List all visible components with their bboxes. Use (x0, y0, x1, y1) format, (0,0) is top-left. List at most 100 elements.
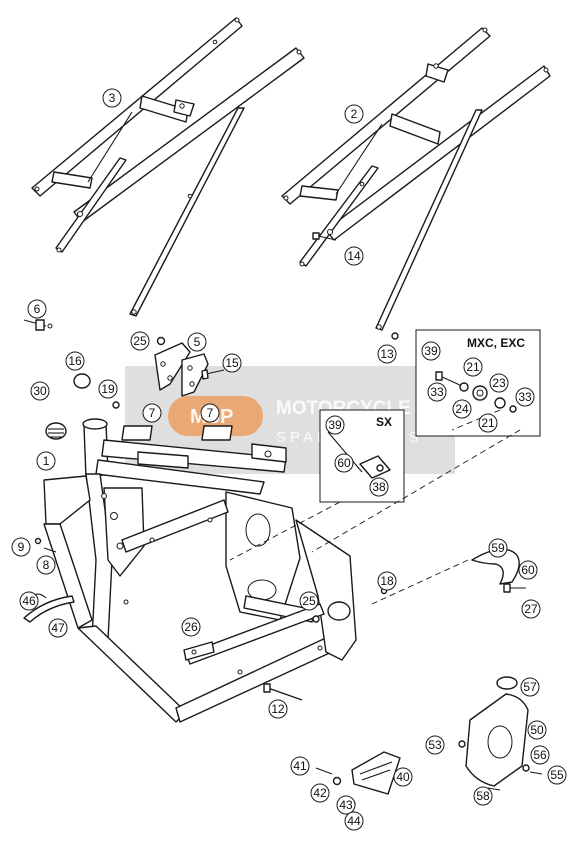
svg-text:26: 26 (184, 620, 198, 634)
callout-39-sx: 39 (325, 415, 345, 435)
guard-part-50[interactable] (465, 693, 529, 787)
nut-part-25-bottom[interactable] (312, 615, 320, 623)
callout-60-bottom: 60 (518, 560, 538, 580)
callout-16: 16 (65, 351, 85, 371)
svg-text:30: 30 (33, 384, 47, 398)
bolt-part-6[interactable] (23, 319, 53, 331)
bolt-part-55[interactable] (529, 771, 543, 775)
callout-21-top: 21 (463, 357, 483, 377)
svg-text:12: 12 (271, 702, 285, 716)
svg-text:6: 6 (34, 302, 41, 316)
callout-25-top: 25 (130, 331, 150, 351)
callout-1: 1 (36, 451, 56, 471)
svg-text:5: 5 (194, 335, 201, 349)
pad-part-7-right[interactable] (201, 425, 233, 441)
variant-box-sx: SX (319, 409, 405, 503)
callout-38: 38 (369, 477, 389, 497)
callout-58: 58 (473, 786, 493, 806)
variant-label-sx: SX (376, 415, 392, 429)
cap-part-16[interactable] (73, 373, 91, 389)
svg-text:8: 8 (43, 558, 50, 572)
svg-text:57: 57 (523, 680, 537, 694)
variant-label-mxc-exc: MXC, EXC (467, 336, 525, 350)
svg-text:41: 41 (293, 759, 307, 773)
callout-30: 30 (30, 381, 50, 401)
callout-7-right: 7 (200, 403, 220, 423)
subframe-part-2[interactable] (281, 27, 551, 331)
bolt-part-58[interactable] (487, 787, 501, 791)
callout-33-left: 33 (427, 382, 447, 402)
bolt-part-14[interactable] (312, 232, 337, 241)
svg-text:59: 59 (491, 541, 505, 555)
svg-text:1: 1 (43, 454, 50, 468)
svg-text:24: 24 (455, 402, 469, 416)
callout-39-mxc: 39 (421, 341, 441, 361)
bracket-part-26[interactable] (183, 641, 215, 661)
pad-part-7-left[interactable] (121, 425, 153, 441)
svg-text:2: 2 (351, 107, 358, 121)
bolt-part-8[interactable] (43, 547, 57, 553)
callout-59: 59 (488, 538, 508, 558)
svg-text:33: 33 (518, 390, 532, 404)
svg-text:53: 53 (428, 738, 442, 752)
svg-text:9: 9 (18, 540, 25, 554)
bracket-part-5[interactable] (154, 342, 209, 397)
svg-text:50: 50 (530, 723, 544, 737)
svg-text:3: 3 (109, 91, 116, 105)
callout-44: 44 (344, 811, 364, 831)
callout-7-left: 7 (142, 403, 162, 423)
callout-13: 13 (377, 344, 397, 364)
hose-part-47[interactable] (23, 595, 75, 623)
callout-23: 23 (489, 373, 509, 393)
callout-41: 41 (290, 756, 310, 776)
pin-part-41[interactable] (315, 767, 333, 775)
main-frame-part-1[interactable] (43, 418, 357, 723)
svg-text:25: 25 (302, 594, 316, 608)
svg-text:23: 23 (492, 376, 506, 390)
svg-text:46: 46 (22, 594, 36, 608)
svg-text:43: 43 (339, 798, 353, 812)
callout-24: 24 (452, 399, 472, 419)
callout-42: 42 (310, 783, 330, 803)
callout-19: 19 (98, 379, 118, 399)
plug-part-19[interactable] (112, 401, 120, 409)
leader-lines (229, 409, 521, 605)
footpeg-part-40[interactable] (351, 751, 401, 795)
svg-text:60: 60 (337, 456, 351, 470)
cap-part-57[interactable] (496, 676, 518, 690)
callout-40: 40 (393, 767, 413, 787)
svg-text:25: 25 (133, 334, 147, 348)
svg-text:21: 21 (481, 416, 495, 430)
bolt-part-9[interactable] (34, 537, 42, 545)
callout-46: 46 (19, 591, 39, 611)
callout-9: 9 (11, 537, 31, 557)
bolt-part-15[interactable] (201, 369, 225, 380)
bolt-part-12[interactable] (263, 683, 303, 701)
callout-60-sx: 60 (334, 453, 354, 473)
svg-text:56: 56 (533, 748, 547, 762)
svg-text:7: 7 (207, 406, 214, 420)
callout-3: 3 (102, 88, 122, 108)
subframe-part-3[interactable] (31, 17, 305, 317)
washer-part-56[interactable] (522, 764, 530, 772)
spring-part-42[interactable] (332, 776, 342, 786)
callout-43: 43 (336, 795, 356, 815)
bolt-part-53[interactable] (458, 740, 466, 748)
screen-filter-part-30[interactable] (45, 422, 67, 440)
callout-33-right: 33 (515, 387, 535, 407)
svg-text:15: 15 (225, 356, 239, 370)
bolt-part-13[interactable] (391, 332, 399, 340)
callout-15: 15 (222, 353, 242, 373)
svg-text:19: 19 (101, 382, 115, 396)
svg-text:21: 21 (466, 360, 480, 374)
callout-2: 2 (344, 104, 364, 124)
callout-50: 50 (527, 720, 547, 740)
svg-text:16: 16 (68, 354, 82, 368)
nut-part-25-top[interactable] (156, 336, 166, 346)
callout-57: 57 (520, 677, 540, 697)
callout-12: 12 (268, 699, 288, 719)
callout-18: 18 (377, 571, 397, 591)
svg-text:39: 39 (424, 344, 438, 358)
svg-text:55: 55 (550, 768, 564, 782)
callout-14: 14 (344, 246, 364, 266)
